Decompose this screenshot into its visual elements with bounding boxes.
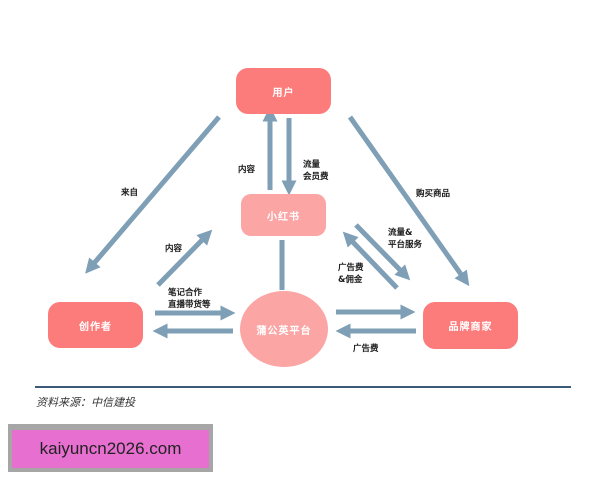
arrow-user-to-brand: [347, 115, 470, 287]
label-traffic-service-line2: 平台服务: [388, 240, 423, 250]
label-ad-commission-line1: 广告费: [338, 263, 364, 273]
node-xiaohongshu: 小红书: [241, 194, 326, 236]
label-traffic-service: 流量& 平台服务: [388, 227, 422, 251]
label-creator-content: 内容: [165, 244, 183, 254]
node-user: 用户: [236, 68, 331, 114]
watermark-text: kaiyuncn2026.com: [39, 439, 182, 458]
label-from-user: 来自: [121, 188, 139, 198]
arrow-xhs-to-brand: [354, 223, 411, 281]
node-creator: 创作者: [48, 302, 143, 348]
node-user-label: 用户: [272, 87, 295, 99]
watermark-banner: kaiyuncn2026.com: [8, 424, 213, 472]
label-note-coop-line2: 直播带货等: [168, 300, 211, 310]
label-traffic: 流量 会员费: [303, 159, 329, 183]
node-xiaohongshu-label: 小红书: [267, 211, 300, 223]
label-traffic-line2: 会员费: [303, 172, 329, 182]
label-note-coop-line1: 笔记合作: [168, 288, 203, 298]
label-buy-goods: 购买商品: [416, 189, 451, 199]
source-note: 资料来源：中信建投: [36, 396, 135, 409]
node-brand: 品牌商家: [423, 302, 518, 349]
label-traffic-service-line1: 流量&: [388, 228, 413, 238]
label-ad-commission: 广告费 &佣金: [338, 262, 364, 286]
label-ad-fee: 广告费: [353, 344, 379, 354]
label-content-up: 内容: [238, 165, 256, 175]
node-platform-label: 蒲公英平台: [256, 325, 312, 337]
footer-divider: [35, 386, 571, 388]
label-traffic-line1: 流量: [303, 160, 321, 170]
arrow-creator-to-xhs: [156, 229, 213, 287]
node-brand-label: 品牌商家: [448, 322, 493, 333]
arrow-user-to-creator: [85, 115, 221, 274]
arrow-brand-to-xhs: [342, 231, 399, 290]
node-platform: 蒲公英平台: [240, 291, 328, 367]
label-ad-commission-line2: &佣金: [338, 275, 363, 285]
node-creator-label: 创作者: [79, 321, 112, 333]
label-note-coop: 笔记合作 直播带货等: [168, 287, 211, 311]
